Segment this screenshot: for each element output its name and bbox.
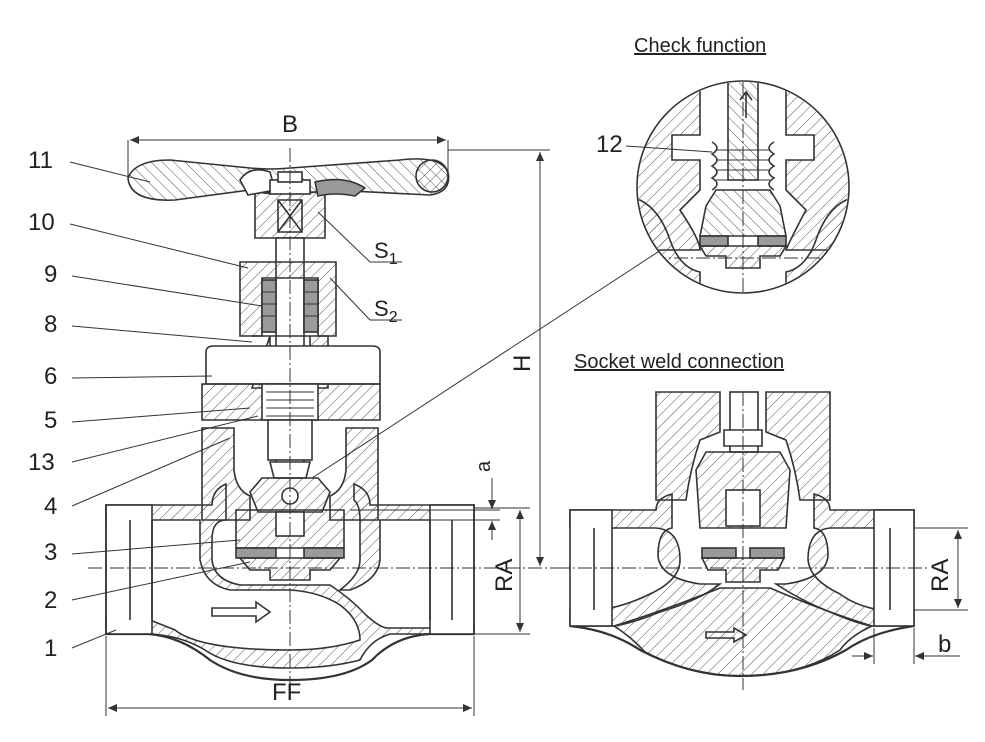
handwheel-rim-section <box>415 159 449 193</box>
main-valve-section <box>88 148 560 690</box>
dimension-ff: FF <box>105 636 475 716</box>
callout-4: 4 <box>44 493 57 520</box>
title-check-function: Check function <box>634 35 766 57</box>
sw-flow-arrow-icon <box>705 626 748 644</box>
check-function-detail: Check function 12 <box>596 35 850 294</box>
part-callouts: 11 10 9 8 6 5 13 4 3 2 1 <box>28 147 263 662</box>
callout-12: 12 <box>596 131 623 158</box>
handwheel-spoke-right <box>314 178 367 197</box>
packing-rings <box>262 291 318 317</box>
sw-body-bottom-inner <box>612 587 875 677</box>
title-socket-weld: Socket weld connection <box>574 351 784 373</box>
packing-left <box>261 279 277 333</box>
dimension-a: a <box>350 460 500 540</box>
dim-ra-left-label: RA <box>491 559 518 592</box>
callout-5: 5 <box>44 407 57 434</box>
callout-11: 11 <box>28 147 53 174</box>
bonnet-cover <box>205 345 381 385</box>
callout-10: 10 <box>28 209 55 236</box>
flow-arrow-icon <box>211 600 272 624</box>
packing-right <box>303 279 319 333</box>
dimension-s1: S1 <box>317 211 402 268</box>
sw-seal-left <box>701 547 737 559</box>
dim-a-label: a <box>473 460 495 472</box>
socket-left <box>105 504 153 635</box>
dimension-h: H <box>448 149 550 566</box>
callout-8: 8 <box>44 311 57 338</box>
callout-6: 6 <box>44 363 57 390</box>
gland-nut <box>239 261 337 337</box>
detail-leader <box>311 247 665 479</box>
valve-body <box>105 482 475 669</box>
socket-left-bore <box>129 520 153 620</box>
callout-3: 3 <box>44 539 57 566</box>
body-top-line <box>105 505 475 634</box>
dim-h-label: H <box>509 355 536 372</box>
sw-neck-right <box>765 391 831 501</box>
sw-seal-right <box>749 547 785 559</box>
socket-weld-detail: Socket weld connection RA b <box>556 351 968 690</box>
callout-13: 13 <box>28 449 55 476</box>
dim-s1-label: S1 <box>374 238 398 268</box>
dim-ra-right-label: RA <box>927 559 954 592</box>
dimension-b: B <box>127 111 449 176</box>
dimension-s2: S2 <box>329 277 402 326</box>
dimension-ra-left: RA <box>474 507 530 635</box>
sw-neck-left <box>655 391 721 501</box>
dim-b-small-label: b <box>938 631 951 658</box>
callout-9: 9 <box>44 261 57 288</box>
seal-ring-left <box>235 547 277 559</box>
dim-ff-label: FF <box>272 679 301 706</box>
callout-1: 1 <box>44 635 57 662</box>
callout-2: 2 <box>44 587 57 614</box>
dim-s2-label: S2 <box>374 296 398 326</box>
seal-ring-right <box>303 547 345 559</box>
dim-b-label: B <box>282 111 298 138</box>
socket-right-bore <box>429 520 453 620</box>
